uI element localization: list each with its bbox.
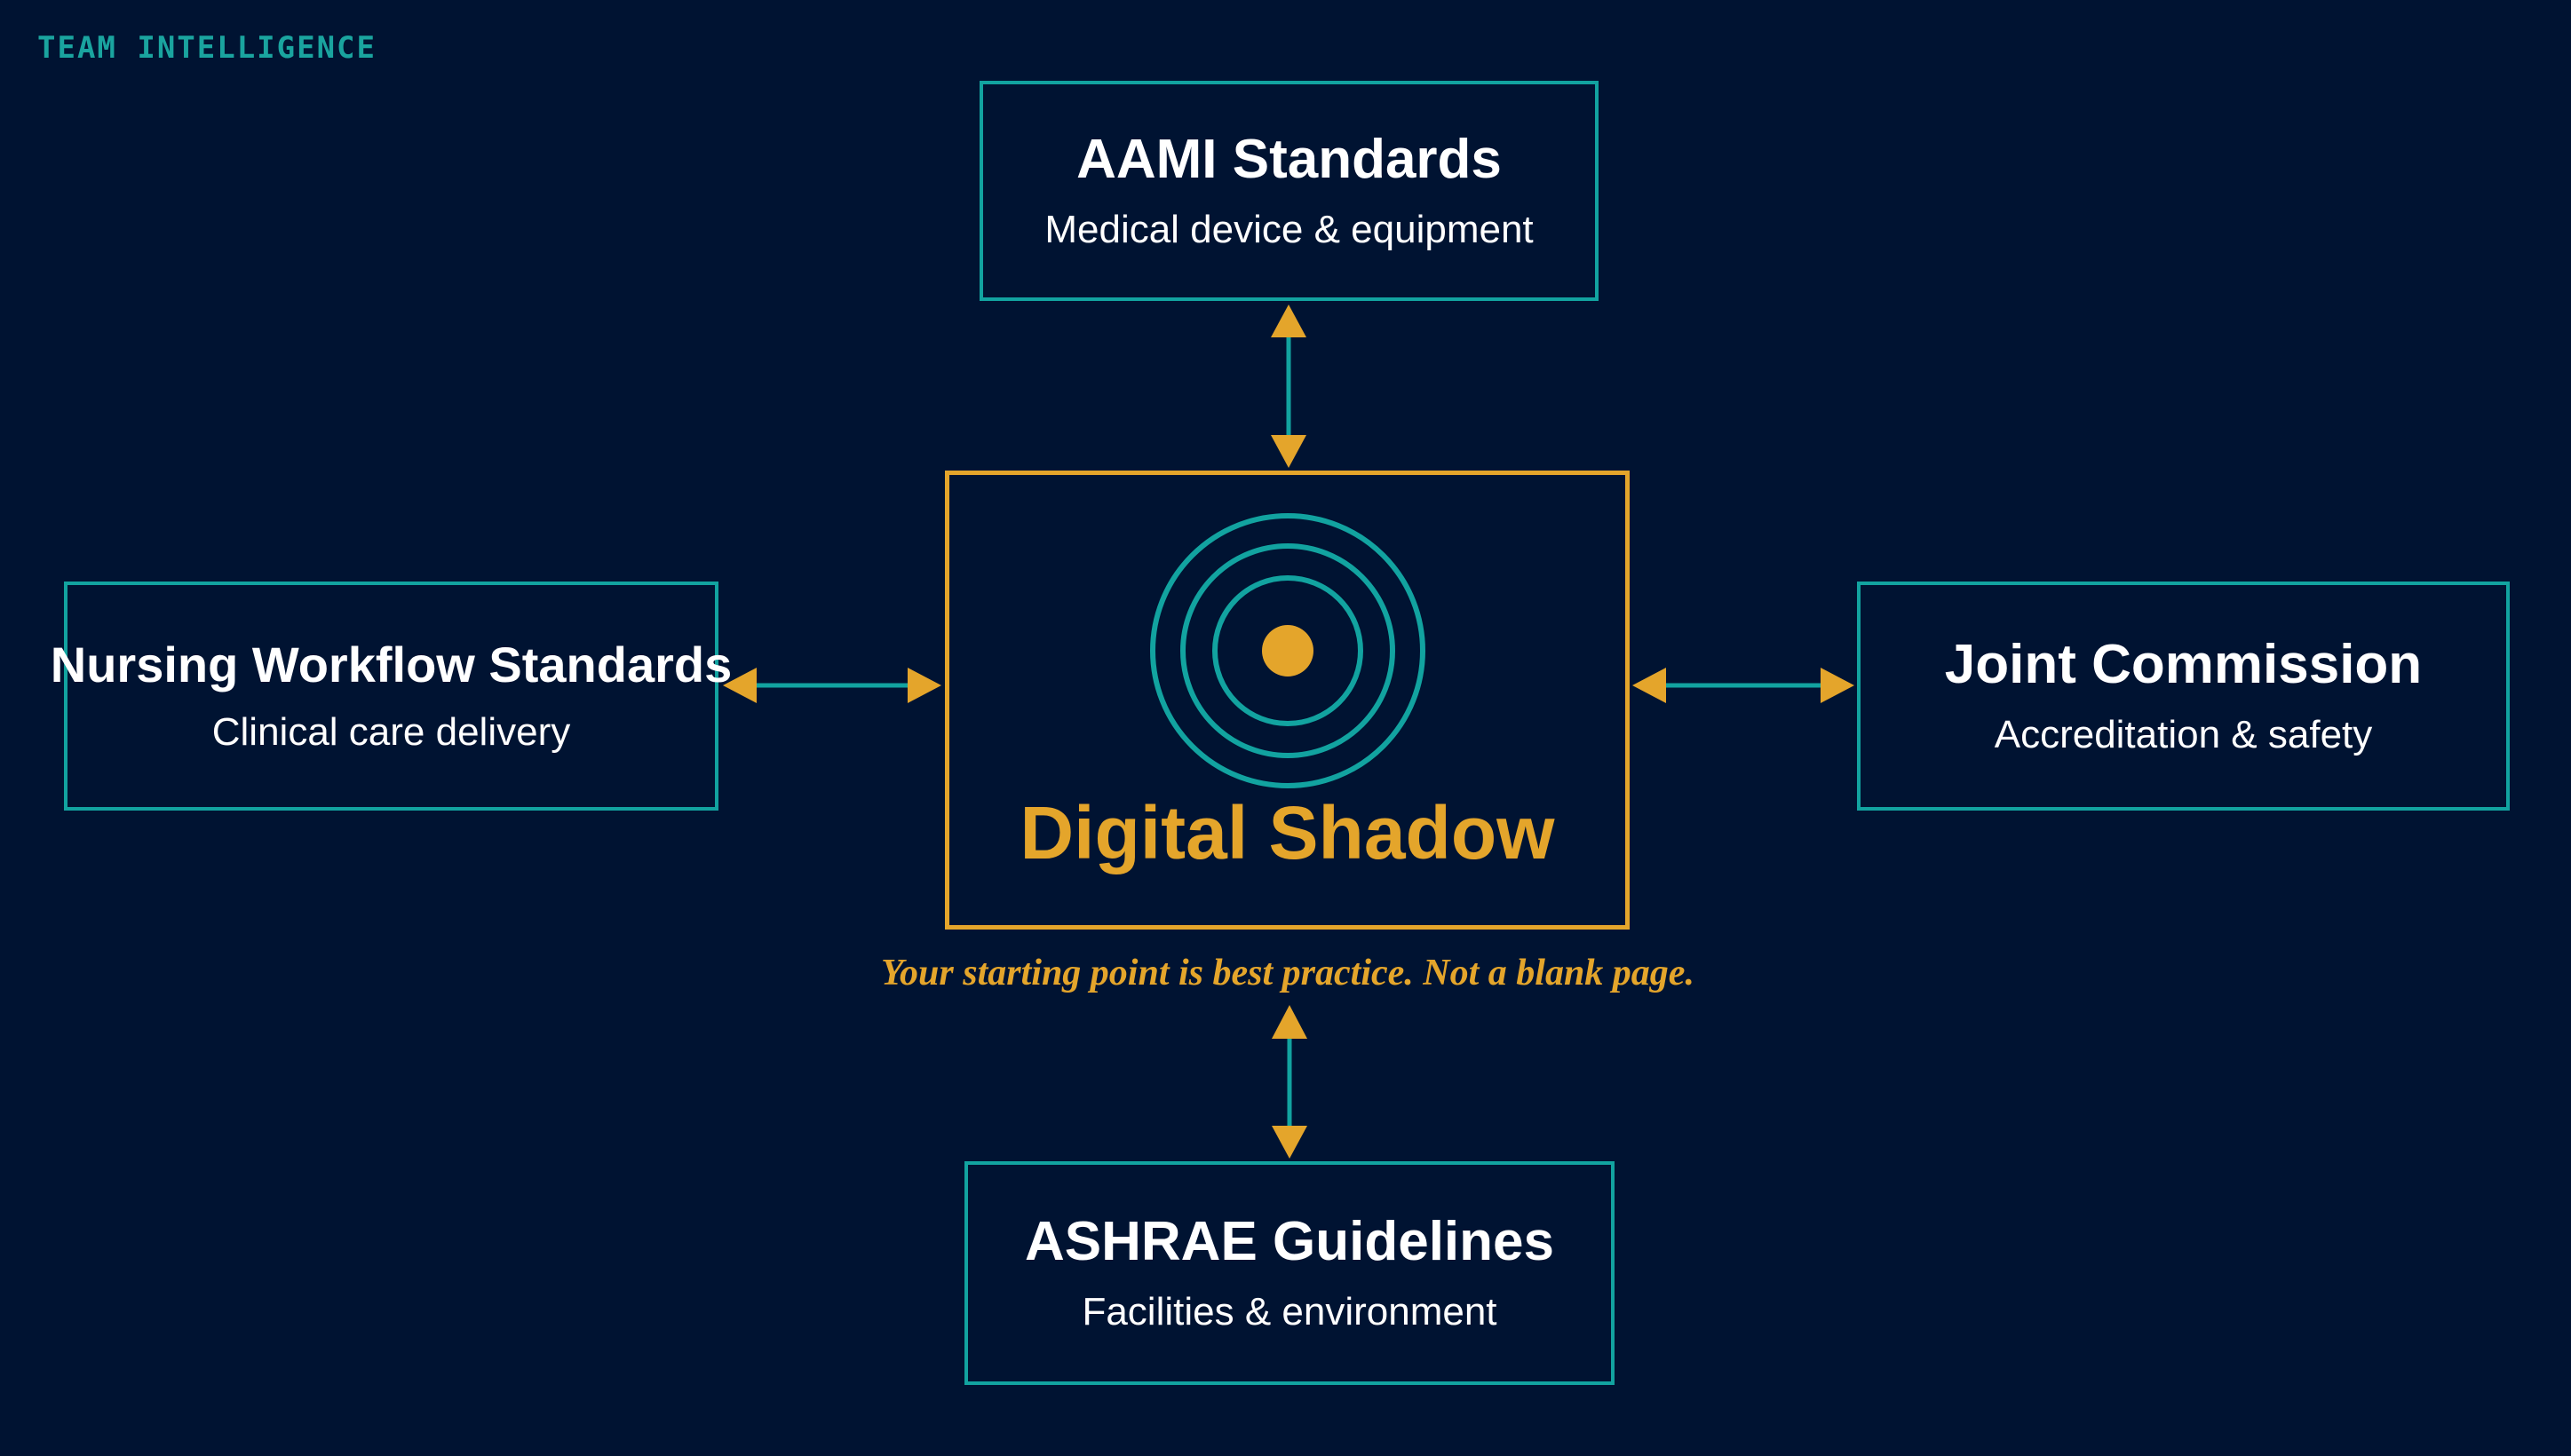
brand-label: TEAM INTELLIGENCE xyxy=(37,30,377,66)
node-joint-commission: Joint Commission Accreditation & safety xyxy=(1857,582,2510,811)
tagline: Your starting point is best practice. No… xyxy=(881,953,1694,993)
arrow-left xyxy=(723,668,941,703)
node-title: AAMI Standards xyxy=(1076,128,1502,190)
node-nursing-workflow-standards: Nursing Workflow Standards Clinical care… xyxy=(51,582,732,811)
node-digital-shadow: Digital Shadow xyxy=(945,471,1630,930)
node-subtitle: Facilities & environment xyxy=(1082,1290,1497,1334)
node-title: Joint Commission xyxy=(1944,633,2423,695)
node-subtitle: Accreditation & safety xyxy=(1994,713,2373,757)
arrow-bottom xyxy=(1272,1005,1307,1159)
arrow-right xyxy=(1632,668,1854,703)
node-subtitle: Clinical care delivery xyxy=(211,709,571,754)
center-title: Digital Shadow xyxy=(1020,791,1555,874)
node-subtitle: Medical device & equipment xyxy=(1044,208,1534,252)
arrow-top xyxy=(1271,305,1306,468)
node-title: ASHRAE Guidelines xyxy=(1025,1210,1554,1272)
node-ashrae-guidelines: ASHRAE Guidelines Facilities & environme… xyxy=(964,1161,1615,1385)
node-aami-standards: AAMI Standards Medical device & equipmen… xyxy=(980,81,1599,301)
node-title: Nursing Workflow Standards xyxy=(50,637,733,693)
target-rings-icon xyxy=(1150,513,1425,788)
